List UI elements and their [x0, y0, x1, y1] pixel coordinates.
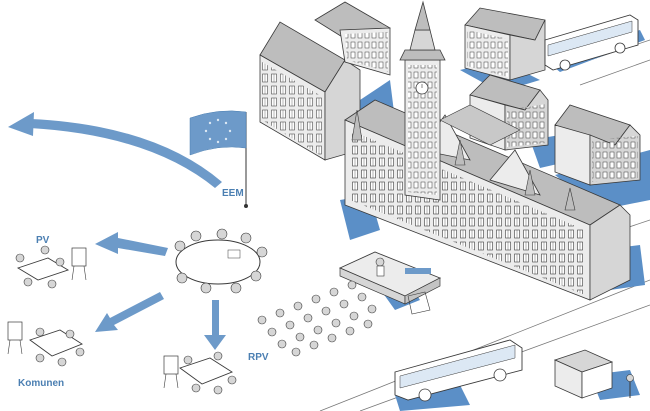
- kiosk-icon: [553, 349, 634, 399]
- rpv-meeting-group: [163, 351, 237, 395]
- eu-flag-icon: [189, 110, 248, 208]
- label-eem: EEM: [222, 188, 244, 199]
- outbound-arrow: [8, 112, 222, 188]
- building-right: [554, 104, 641, 186]
- flipchart-icon: [71, 247, 87, 281]
- town-hall-icon: [344, 0, 631, 301]
- audience-icon: [257, 280, 377, 357]
- arrow-to-pv: [95, 232, 168, 256]
- building-back-center: [314, 1, 391, 76]
- central-meeting-table-icon: [174, 228, 268, 294]
- bus-icon: [394, 339, 523, 402]
- flipchart-icon: [7, 321, 23, 355]
- pv-meeting-group: [15, 245, 87, 289]
- komunen-meeting-group: [7, 321, 85, 367]
- label-komunen: Komunen: [18, 378, 64, 389]
- flipchart-icon: [163, 355, 179, 389]
- label-rpv: RPV: [248, 352, 269, 363]
- arrow-to-komunen: [95, 292, 164, 332]
- arrow-to-rpv: [204, 300, 226, 350]
- building-top-right: [464, 7, 546, 81]
- bus-icon: [544, 14, 639, 71]
- stage-icon: [338, 251, 442, 315]
- label-pv: PV: [36, 235, 50, 246]
